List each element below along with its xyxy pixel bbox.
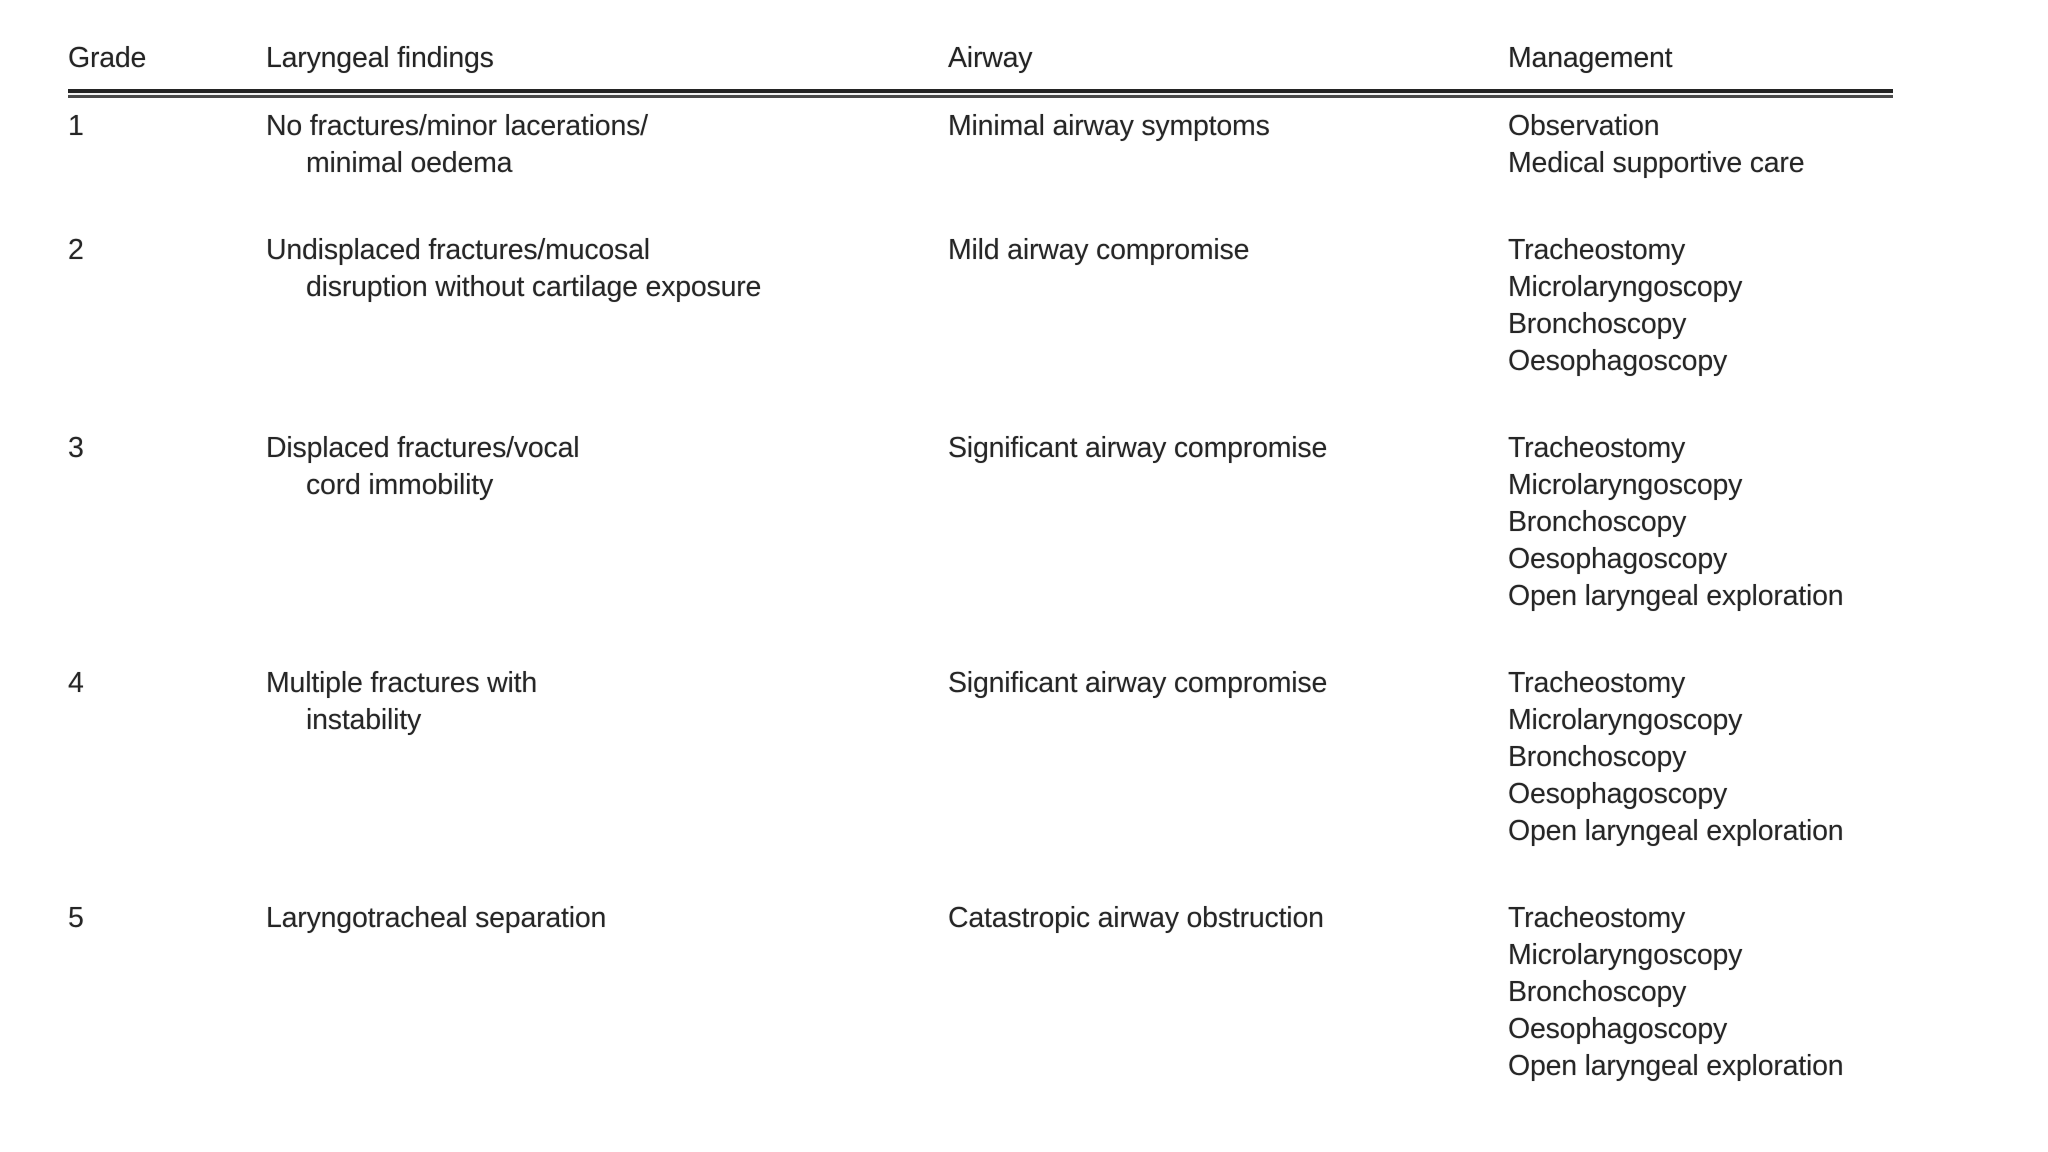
findings-line: minimal oedema — [306, 147, 513, 179]
table-header-row: Grade Laryngeal findings Airway Manageme… — [68, 40, 1896, 89]
table-row: 4 Multiple fractures with instability Signi… — [68, 665, 1896, 850]
management-item: Microlaryngoscopy — [1508, 469, 1743, 501]
airway-cell: Significant airway compromise — [948, 667, 1328, 699]
column-header-findings: Laryngeal findings — [266, 42, 494, 74]
management-item: Open laryngeal exploration — [1508, 1050, 1844, 1082]
laryngeal-trauma-grading-table: Grade Laryngeal findings Airway Manageme… — [68, 40, 1896, 1085]
management-item: Observation — [1508, 110, 1660, 142]
airway-cell: Minimal airway symptoms — [948, 110, 1270, 142]
findings-line: Displaced fractures/vocal — [266, 432, 580, 464]
findings-line: Laryngotracheal separation — [266, 902, 607, 934]
airway-cell: Catastropic airway obstruction — [948, 902, 1324, 934]
management-item: Bronchoscopy — [1508, 506, 1687, 538]
column-header-grade: Grade — [68, 42, 147, 74]
laryngeal-findings-cell: Laryngotracheal separation — [266, 900, 948, 937]
laryngeal-findings-cell: Multiple fractures with instability — [266, 665, 948, 739]
laryngeal-findings-cell: Undisplaced fractures/mucosal disruption … — [266, 232, 948, 306]
management-item: Oesophagoscopy — [1508, 778, 1728, 810]
management-item: Tracheostomy — [1508, 432, 1686, 464]
grade-cell: 2 — [68, 234, 84, 266]
findings-line: Multiple fractures with — [266, 667, 537, 699]
laryngeal-findings-cell: No fractures/minor lacerations/minimal o… — [266, 108, 948, 182]
grade-cell: 5 — [68, 902, 84, 934]
management-item: Open laryngeal exploration — [1508, 815, 1844, 847]
findings-line: cord immobility — [306, 469, 494, 501]
column-header-management: Management — [1508, 42, 1673, 74]
management-item: Microlaryngoscopy — [1508, 271, 1743, 303]
management-item: Medical supportive care — [1508, 147, 1805, 179]
management-item: Microlaryngoscopy — [1508, 704, 1743, 736]
management-item: Bronchoscopy — [1508, 308, 1687, 340]
grade-cell: 1 — [68, 110, 84, 142]
table-row: 5 Laryngotracheal separation Catastropic a… — [68, 900, 1896, 1085]
management-item: Tracheostomy — [1508, 234, 1686, 266]
findings-line: instability — [306, 704, 422, 736]
table-row: 1 No fractures/minor lacerations/minimal … — [68, 108, 1896, 182]
findings-line: disruption without cartilage exposure — [306, 271, 762, 303]
findings-line: No fractures/minor lacerations/ — [266, 110, 648, 142]
management-item: Bronchoscopy — [1508, 741, 1687, 773]
header-rule — [68, 89, 1893, 98]
management-item: Oesophagoscopy — [1508, 543, 1728, 575]
column-header-airway: Airway — [948, 42, 1033, 74]
management-item: Tracheostomy — [1508, 667, 1686, 699]
findings-line: Undisplaced fractures/mucosal — [266, 234, 650, 266]
airway-cell: Mild airway compromise — [948, 234, 1250, 266]
management-item: Microlaryngoscopy — [1508, 939, 1743, 971]
management-item: Tracheostomy — [1508, 902, 1686, 934]
management-item: Oesophagoscopy — [1508, 1013, 1728, 1045]
management-item: Oesophagoscopy — [1508, 345, 1728, 377]
management-item: Bronchoscopy — [1508, 976, 1687, 1008]
laryngeal-findings-cell: Displaced fractures/vocal cord immobility — [266, 430, 948, 504]
management-item: Open laryngeal exploration — [1508, 580, 1844, 612]
airway-cell: Significant airway compromise — [948, 432, 1328, 464]
table-row: 3 Displaced fractures/vocal cord immobilit… — [68, 430, 1896, 615]
grade-cell: 3 — [68, 432, 84, 464]
table-body: 1 No fractures/minor lacerations/minimal … — [68, 108, 1896, 1085]
table-row: 2 Undisplaced fractures/mucosal disruption… — [68, 232, 1896, 380]
grade-cell: 4 — [68, 667, 84, 699]
